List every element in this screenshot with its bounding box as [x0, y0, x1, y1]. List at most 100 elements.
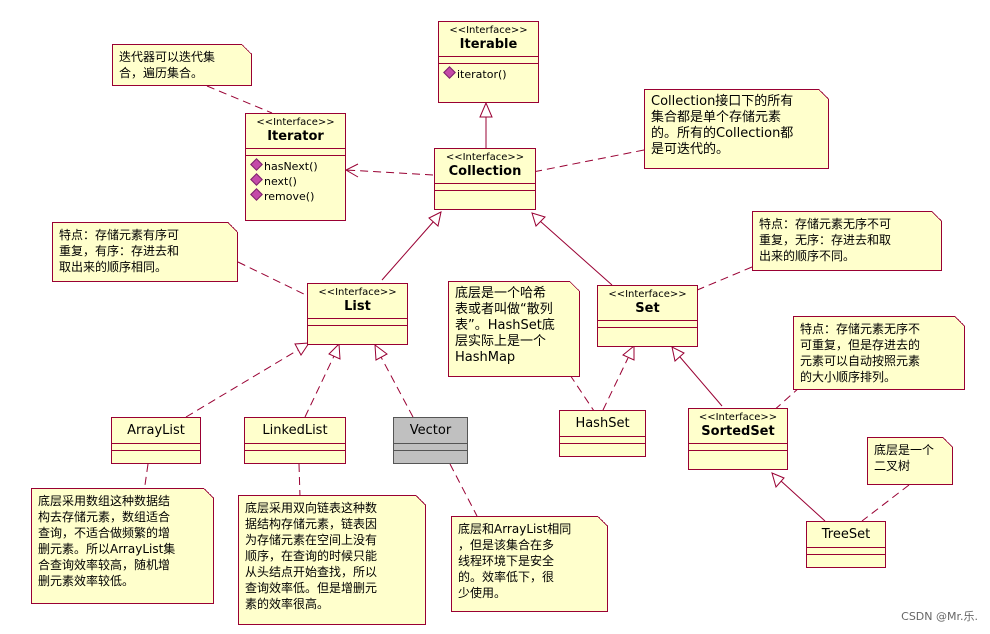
note-line: 为存储元素在空间上没有: [245, 533, 378, 547]
attributes-section: [308, 319, 407, 326]
class-hashset[interactable]: HashSet: [559, 410, 646, 457]
class-hashset-header: HashSet: [560, 411, 645, 437]
note-line: 底层和ArrayList相同: [458, 522, 572, 536]
class-name: Iterator: [267, 129, 324, 144]
edge-sortedset-set: [679, 356, 723, 407]
note-line: 表或者叫做“散列: [455, 302, 553, 317]
note-set: 特点：存储元素无序不可 重复，无序：存进去和取 出来的顺序不同。: [752, 211, 942, 271]
attributes-section: [394, 444, 467, 451]
class-name: Set: [635, 301, 660, 316]
stereotype-label: <<Interface>>: [318, 287, 397, 298]
class-iterator-header: <<Interface>> Iterator: [246, 114, 345, 149]
class-name: LinkedList: [262, 423, 328, 438]
anchor-note-linkedlist: [298, 463, 301, 498]
attributes-section: [689, 444, 787, 451]
class-set-header: <<Interface>> Set: [598, 286, 697, 321]
arrowhead-list-collection: [428, 211, 442, 227]
operations-section: iterator(): [439, 64, 538, 84]
operations-section: [560, 444, 645, 450]
attributes-section: [560, 437, 645, 444]
note-line: 重复，有序：存进去和: [59, 244, 180, 258]
edge-linkedlist-list: [304, 355, 335, 418]
class-name: TreeSet: [821, 527, 871, 542]
note-line: 特点：存储元素无序不: [800, 322, 921, 336]
arrowhead-vector-list: [374, 343, 388, 361]
anchor-note-vector: [449, 463, 478, 517]
note-line: 可重复，但是存进去的: [800, 338, 921, 352]
class-iterable[interactable]: <<Interface>> Iterable iterator(): [438, 21, 539, 103]
note-line: 从头结点开始查找，所以: [245, 565, 378, 579]
edge-list-collection: [381, 220, 435, 281]
arrowhead-hashset-set: [622, 344, 635, 361]
note-line: 特点：存储元素有序可: [59, 228, 180, 242]
arrowhead-collection-iterable: [479, 101, 493, 118]
method-icon: [443, 66, 456, 79]
edge-arraylist-list: [185, 349, 299, 418]
class-linkedlist[interactable]: LinkedList: [244, 417, 346, 464]
operations-section: [689, 451, 787, 464]
class-vector[interactable]: Vector: [393, 417, 468, 464]
class-collection[interactable]: <<Interface>> Collection: [434, 148, 536, 210]
edge-treeset-sortedset: [780, 480, 826, 522]
class-sortedset[interactable]: <<Interface>> SortedSet: [688, 408, 788, 470]
note-line: 出来的顺序不同。: [759, 249, 856, 263]
note-line: 底层是一个: [874, 443, 935, 457]
class-treeset[interactable]: TreeSet: [806, 521, 886, 568]
note-line: 合查询效率较高，随机增: [38, 558, 171, 572]
operations-section: [807, 555, 885, 561]
note-line: 合，遍历集合。: [119, 66, 204, 80]
note-line: 线程环境下是安全: [458, 554, 555, 568]
note-list: 特点：存储元素有序可 重复，有序：存进去和 取出来的顺序相同。: [52, 222, 238, 282]
operations-section: [112, 451, 200, 457]
method-icon: [250, 158, 263, 171]
note-line: 素的效率很高。: [245, 597, 330, 611]
note-line: 底层是一个哈希: [455, 286, 547, 301]
arrowhead-sortedset-set: [671, 346, 685, 362]
note-line: 据结构存储元素，链表因: [245, 517, 378, 531]
note-line: 特点：存储元素无序不可: [759, 217, 892, 231]
anchor-note-sortedset: [771, 386, 801, 413]
note-iterator: 迭代器可以迭代集 合，遍历集合。: [112, 44, 252, 86]
anchor-note-treeset: [861, 484, 910, 522]
operation-item: next(): [250, 173, 341, 189]
class-linkedlist-header: LinkedList: [245, 418, 345, 444]
note-line: 删元素效率较低。: [38, 574, 135, 588]
stereotype-label: <<Interface>>: [256, 117, 335, 128]
edge-collection-iterator: [345, 169, 434, 176]
class-set[interactable]: <<Interface>> Set: [597, 285, 698, 347]
operation-label: next(): [264, 175, 297, 188]
note-line: 顺序，在查询的时候只能: [245, 549, 378, 563]
attributes-section: [112, 444, 200, 451]
operations-section: [435, 191, 535, 204]
note-arraylist: 底层采用数组这种数据结 构去存储元素，数组适合 查询，不适合做频繁的增 删元素。…: [31, 488, 214, 604]
note-line: Collection接口下的所有: [651, 94, 794, 109]
note-line: 层实际上是一个: [455, 334, 547, 349]
operations-section: [394, 451, 467, 457]
class-collection-header: <<Interface>> Collection: [435, 149, 535, 184]
class-list-header: <<Interface>> List: [308, 284, 407, 319]
class-name: List: [344, 299, 371, 314]
method-icon: [250, 188, 263, 201]
note-treeset: 底层是一个 二叉树: [867, 437, 953, 485]
note-line: 的。效率低下，很: [458, 570, 555, 584]
anchor-note-iterator: [206, 85, 273, 114]
note-line: HashMap: [455, 350, 516, 365]
attributes-section: [598, 321, 697, 328]
class-list[interactable]: <<Interface>> List: [307, 283, 408, 345]
note-hashset: 底层是一个哈希 表或者叫做“散列 表”。HashSet底 层实际上是一个 Has…: [448, 281, 580, 377]
operations-section: hasNext() next() remove(): [246, 156, 345, 206]
note-line: 是可迭代的。: [651, 142, 730, 157]
note-linkedlist: 底层采用双向链表这种数 据结构存储元素，链表因 为存储元素在空间上没有 顺序，在…: [238, 495, 426, 625]
class-arraylist[interactable]: ArrayList: [111, 417, 201, 464]
note-line: 元素可以自动按照元素: [800, 354, 921, 368]
watermark: CSDN @Mr.乐.: [901, 610, 978, 623]
operation-label: hasNext(): [264, 160, 318, 173]
note-line: 查询，不适合做频繁的增: [38, 526, 171, 540]
arrowhead-treeset-sortedset: [771, 472, 785, 489]
note-line: 迭代器可以迭代集: [119, 50, 216, 64]
note-line: ，但是该集合在多: [458, 538, 555, 552]
arrowhead-set-collection: [531, 212, 546, 227]
class-iterator[interactable]: <<Interface>> Iterator hasNext() next() …: [245, 113, 346, 221]
note-line: 底层采用数组这种数据结: [38, 494, 171, 508]
arrowhead-arraylist-list: [294, 342, 310, 356]
